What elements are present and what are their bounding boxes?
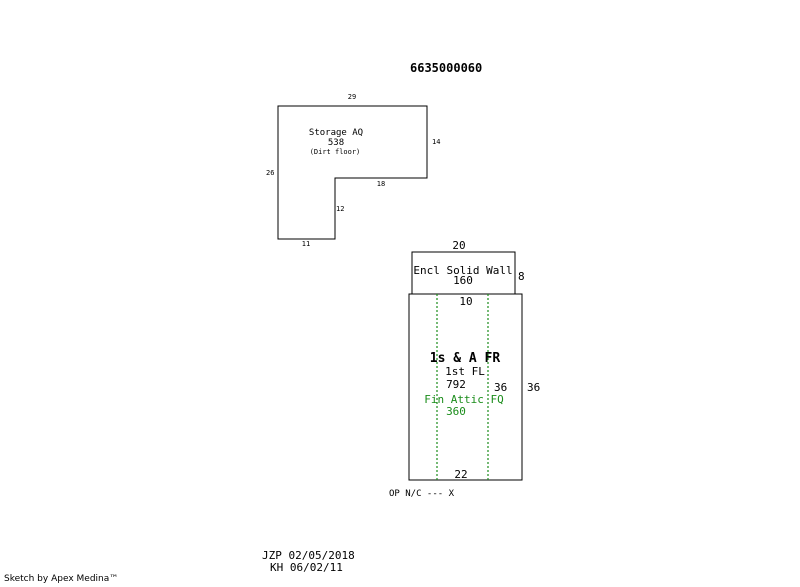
main-title: 1s & A FR (430, 351, 501, 366)
main-dim-inner-right: 36 (494, 381, 507, 394)
main-dim-right: 36 (527, 381, 540, 394)
enclosure-label: Encl Solid Wall (413, 264, 512, 277)
op-note: OP N/C --- X (389, 489, 455, 499)
enclosure-dim-top: 20 (452, 239, 465, 252)
main-dim-bottom: 22 (454, 468, 467, 481)
storage-dim-inner-vertical: 12 (336, 205, 344, 213)
storage-label: Storage AQ (309, 128, 363, 138)
parcel-id: 6635000060 (410, 61, 482, 75)
storage-dim-left: 26 (266, 169, 274, 177)
storage-dim-right: 14 (432, 138, 440, 146)
storage-area: 538 (328, 138, 344, 148)
stamp-1: JZP 02/05/2018 (262, 549, 355, 562)
storage-dim-bottom: 11 (302, 240, 310, 248)
main-sub-area: 792 (446, 378, 466, 391)
storage-dim-inner-horizontal: 18 (377, 180, 385, 188)
main-dim-top-inner: 10 (459, 295, 472, 308)
storage-dim-top: 29 (348, 93, 356, 101)
attic-area: 360 (446, 405, 466, 418)
storage-outline (277, 105, 428, 240)
enclosure-dim-right: 8 (518, 270, 525, 283)
main-outline (408, 293, 523, 481)
enclosure-area: 160 (453, 274, 473, 287)
storage-note: (Dirt floor) (310, 148, 361, 156)
main-sub-label: 1st FL (445, 365, 485, 378)
stamp-2: KH 06/02/11 (270, 561, 343, 574)
credit-text: Sketch by Apex Medina™ (4, 574, 119, 584)
attic-label: Fin Attic FQ (424, 393, 503, 406)
